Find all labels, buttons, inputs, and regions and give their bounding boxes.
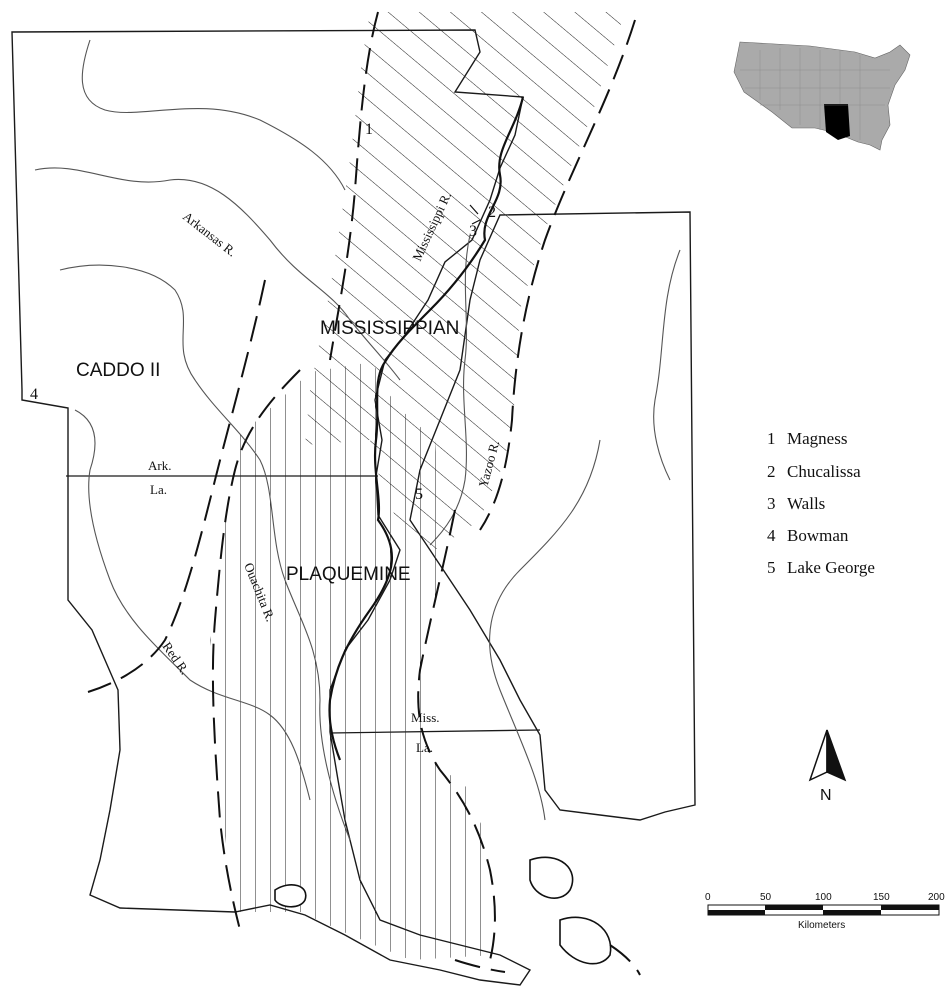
state-label-la-west: La.	[150, 482, 167, 497]
legend-number-2: 2	[767, 462, 776, 481]
north-arrow: N	[808, 729, 847, 804]
site-marker-3: 3	[469, 223, 477, 240]
site-pointer-lines	[469, 204, 481, 225]
river-ouachita	[59, 264, 351, 841]
river-pearl	[489, 439, 601, 821]
scale-bar-segment-3	[823, 910, 881, 915]
region-label-plaquemine: PLAQUEMINE	[286, 564, 411, 585]
inset-highlight-states	[824, 104, 850, 140]
plaquemine-hatched-area	[210, 362, 495, 960]
inset-us-silhouette	[733, 41, 911, 151]
coast-boundary	[454, 944, 641, 976]
scale-bar-segment-4	[881, 905, 939, 910]
scale-unit-label: Kilometers	[798, 920, 845, 931]
river-arkansas	[34, 167, 401, 381]
legend-name-2: Chucalissa	[787, 462, 861, 481]
legend-name-4: Bowman	[787, 526, 849, 545]
river-upper-arkansas	[81, 39, 346, 191]
site-marker-5: 5	[415, 486, 423, 503]
scale-bar-segment-2	[765, 905, 823, 910]
coastline-lake	[274, 884, 307, 908]
site-marker-4: 4	[30, 386, 38, 403]
coastline-delta	[559, 916, 612, 965]
legend-number-5: 5	[767, 558, 776, 577]
north-arrow-left-half	[808, 729, 828, 782]
legend-number-4: 4	[767, 526, 776, 545]
scale-tick-200: 200	[928, 892, 945, 903]
mississippian-west-boundary	[329, 11, 379, 361]
state-label-la-east: La.	[416, 740, 433, 755]
legend-number-3: 3	[767, 494, 776, 513]
site-marker-1: 1	[365, 121, 373, 138]
legend-name-3: Walls	[787, 494, 825, 513]
state-label-ark: Ark.	[148, 458, 171, 473]
scale-bar: 0 50 100 150 200 Kilometers	[705, 892, 945, 931]
scale-tick-0: 0	[705, 892, 711, 903]
north-arrow-right-half	[826, 729, 847, 782]
caddo-boundary	[87, 279, 266, 693]
legend-name-1: Magness	[787, 429, 847, 448]
scale-tick-100: 100	[815, 892, 832, 903]
mississippian-east-boundary	[479, 19, 636, 531]
region-label-caddo: CADDO II	[76, 360, 160, 381]
inset-state-lines	[740, 48, 890, 140]
state-label-miss: Miss.	[411, 710, 440, 725]
scale-tick-150: 150	[873, 892, 890, 903]
river-tombigbee	[653, 249, 681, 481]
river-red	[74, 409, 311, 801]
sites-legend: 1 Magness 2 Chucalissa 3 Walls 4 Bowman …	[767, 429, 875, 577]
legend-number-1: 1	[767, 429, 776, 448]
legend-name-5: Lake George	[787, 558, 875, 577]
coastline-islands	[529, 856, 574, 899]
scale-tick-50: 50	[760, 892, 772, 903]
region-label-mississippian: MISSISSIPPIAN	[320, 318, 459, 339]
plaquemine-west-boundary	[211, 369, 301, 931]
plaquemine-east-boundary	[417, 509, 496, 961]
river-mississippi	[328, 96, 525, 761]
north-arrow-label: N	[820, 787, 832, 804]
site-marker-2: 2	[488, 204, 496, 221]
scale-bar-segment-1	[708, 910, 765, 915]
inset-us-map	[733, 41, 911, 151]
